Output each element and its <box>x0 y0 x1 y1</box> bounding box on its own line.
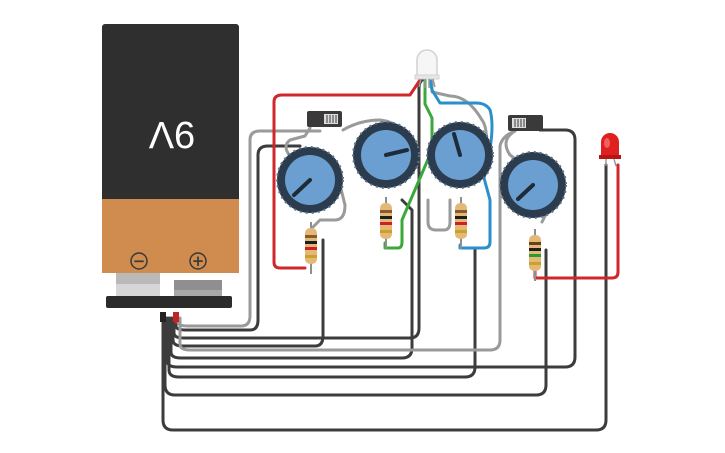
rgb-led[interactable] <box>414 49 440 88</box>
battery-body <box>102 24 239 202</box>
slide-switch-knob[interactable] <box>512 118 526 128</box>
wire-gray-pot1[interactable] <box>284 126 312 158</box>
battery-positive-marker <box>189 252 207 270</box>
slide-switch-1[interactable] <box>307 111 342 127</box>
rgb-led-icon <box>416 49 438 77</box>
wire-gray-pot4[interactable] <box>504 129 522 164</box>
wire-gray-pot3[interactable] <box>426 198 452 232</box>
battery-label: 9V <box>148 113 195 155</box>
potentiometer-1[interactable] <box>276 146 344 214</box>
battery[interactable]: 9V − + <box>102 24 239 322</box>
battery-negative-symbol: − <box>133 252 146 270</box>
potentiometer-4[interactable] <box>499 151 567 219</box>
resistor-icon <box>380 203 392 239</box>
resistor-4[interactable] <box>529 229 541 281</box>
wire-black-pot4[interactable] <box>163 248 548 397</box>
battery-band <box>102 199 239 273</box>
potentiometer-pointer <box>452 132 462 157</box>
wire-black-main[interactable] <box>161 163 608 432</box>
resistor-3[interactable] <box>455 197 467 249</box>
wire-gray-2[interactable] <box>178 129 517 352</box>
resistor-icon <box>529 235 541 271</box>
battery-negative-lead[interactable] <box>160 312 166 322</box>
wire-black-left[interactable] <box>174 144 302 332</box>
resistor-icon <box>455 203 467 239</box>
wire-red-pot1[interactable] <box>272 78 422 270</box>
battery-negative-terminal-cap <box>116 284 160 297</box>
resistor-2[interactable] <box>380 197 392 249</box>
potentiometer-pointer <box>292 178 312 197</box>
wire-red-led[interactable] <box>533 163 620 280</box>
wire-black-pot3[interactable] <box>167 248 477 379</box>
battery-positive-symbol: + <box>192 252 205 270</box>
potentiometer-3[interactable] <box>426 121 494 189</box>
slide-switch-2[interactable] <box>508 115 543 131</box>
battery-positive-terminal-cap <box>174 290 222 297</box>
wire-black-pot1[interactable] <box>171 238 325 348</box>
potentiometer-2[interactable] <box>352 121 420 189</box>
battery-base <box>106 296 232 308</box>
potentiometer-pointer <box>516 183 535 201</box>
resistor-1[interactable] <box>305 222 317 274</box>
red-led-icon <box>601 133 619 156</box>
slide-switch-knob[interactable] <box>324 114 338 124</box>
potentiometer-pointer <box>384 148 409 157</box>
battery-positive-lead[interactable] <box>173 312 179 322</box>
battery-negative-marker <box>130 252 148 270</box>
red-led[interactable] <box>599 133 621 167</box>
wire-blue[interactable] <box>428 78 494 250</box>
resistor-icon <box>305 228 317 264</box>
wire-gray-pot1b[interactable] <box>308 183 347 232</box>
